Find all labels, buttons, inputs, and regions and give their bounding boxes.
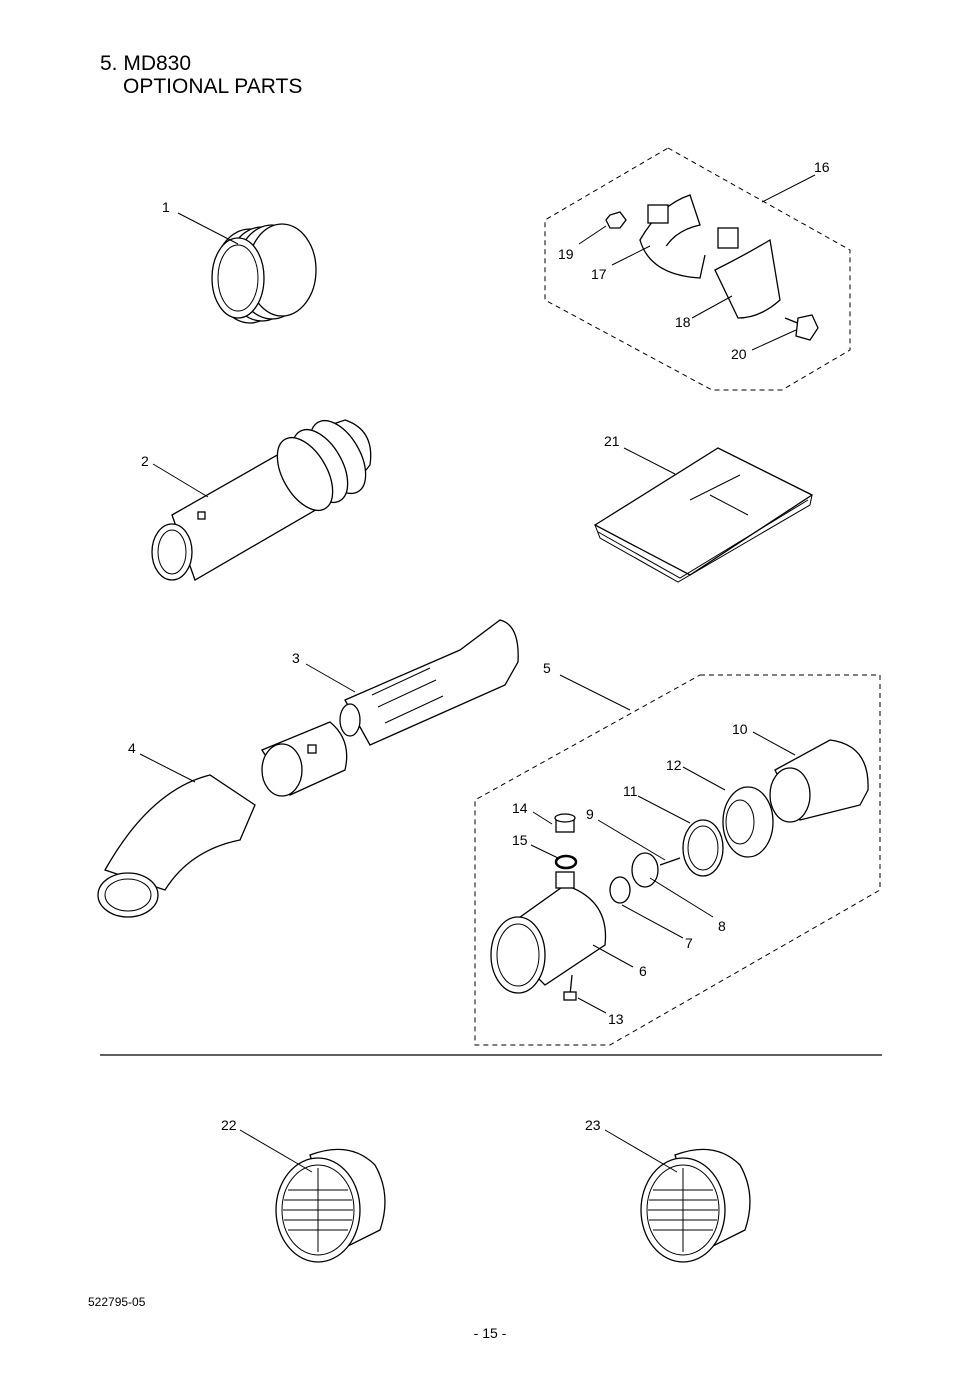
part-19-nut bbox=[605, 211, 627, 229]
part-16-group-outline bbox=[544, 147, 851, 391]
callout-19: 19 bbox=[558, 246, 574, 262]
part-12-nut-ring bbox=[722, 786, 774, 858]
title-line-2: OPTIONAL PARTS bbox=[123, 75, 303, 98]
callout-10: 10 bbox=[732, 721, 748, 737]
part-11-ring bbox=[682, 819, 724, 877]
part-18-bracket bbox=[714, 227, 781, 319]
callout-4: 4 bbox=[128, 740, 136, 756]
callout-14: 14 bbox=[512, 800, 528, 816]
document-number: 522795-05 bbox=[88, 1295, 146, 1309]
part-22-screen bbox=[275, 1148, 386, 1263]
page-title: 5. MD830 OPTIONAL PARTS bbox=[100, 52, 302, 98]
callout-13: 13 bbox=[608, 1011, 624, 1027]
callout-2: 2 bbox=[141, 453, 149, 469]
part-6-body bbox=[490, 871, 607, 994]
callout-16: 16 bbox=[814, 159, 830, 175]
callout-22: 22 bbox=[221, 1117, 237, 1133]
part-10-nozzle-flange bbox=[769, 739, 869, 823]
part-17-bracket bbox=[639, 194, 706, 279]
callout-1: 1 bbox=[162, 199, 170, 215]
part-1-hose-coupling bbox=[177, 212, 317, 324]
callout-23: 23 bbox=[585, 1117, 601, 1133]
callout-21: 21 bbox=[604, 433, 620, 449]
part-23-screen bbox=[640, 1148, 751, 1263]
title-line-1: 5. MD830 bbox=[100, 52, 192, 75]
part-7-disc bbox=[609, 876, 631, 904]
callout-12: 12 bbox=[666, 757, 682, 773]
part-13-screw bbox=[563, 974, 577, 1001]
page-number: - 15 - bbox=[473, 1325, 507, 1341]
callout-18: 18 bbox=[675, 314, 691, 330]
part-15-o-ring bbox=[554, 854, 578, 870]
callout-5: 5 bbox=[543, 660, 551, 676]
callout-6: 6 bbox=[639, 963, 647, 979]
callout-9: 9 bbox=[586, 806, 594, 822]
part-20-knob-bolt bbox=[784, 314, 819, 341]
callout-11: 11 bbox=[623, 783, 638, 799]
part-2-nozzle-pipe bbox=[151, 419, 372, 581]
part-14-plug bbox=[554, 813, 576, 833]
callout-20: 20 bbox=[731, 346, 747, 362]
part-3-extension-pipe bbox=[339, 619, 519, 746]
callout-3: 3 bbox=[292, 650, 300, 666]
callout-8: 8 bbox=[718, 918, 726, 934]
part-8-impeller bbox=[631, 852, 659, 888]
callout-15: 15 bbox=[512, 832, 528, 848]
callout-7: 7 bbox=[685, 935, 693, 951]
part-5-group-outline bbox=[474, 674, 881, 1046]
callout-17: 17 bbox=[591, 266, 607, 282]
part-9-bolt bbox=[659, 857, 681, 866]
part-21-manual bbox=[593, 447, 814, 583]
part-4-elbow-pipe bbox=[97, 721, 348, 918]
